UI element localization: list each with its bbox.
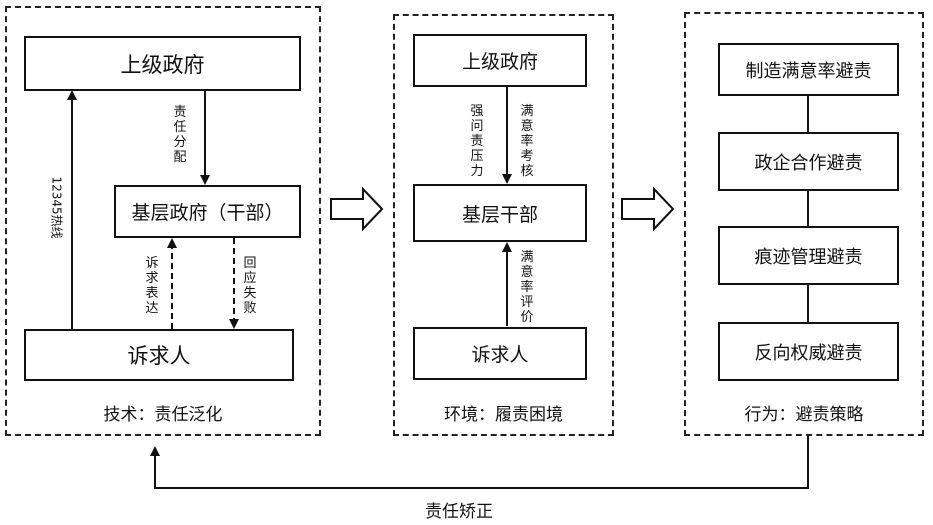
caption-environment: 环境：履责困境 (444, 405, 563, 425)
panel-behavior (684, 12, 924, 436)
grassroots-cadre-box: 基层干部 (413, 184, 587, 242)
grassroots-government-box: 基层政府（干部） (114, 185, 301, 238)
caption-behavior: 行为：避责策略 (744, 405, 864, 425)
caption-technology: 技术：责任泛化 (103, 405, 223, 425)
upper-government-box-middle: 上级政府 (413, 34, 587, 87)
strategy-item: 制造满意率避责 (718, 43, 899, 96)
panel-technology (5, 6, 321, 436)
big-arrow-2 (621, 186, 675, 232)
panel-environment (393, 14, 614, 436)
feedback-arrow (150, 436, 809, 489)
pressure-label: 强问责压力 (470, 104, 484, 179)
upper-government-box: 上级政府 (24, 36, 301, 91)
strategy-item: 痕迹管理避责 (718, 226, 899, 285)
express-label: 诉求表达 (145, 256, 159, 316)
petitioner-box-middle: 诉求人 (413, 327, 587, 380)
assign-label: 责任分配 (173, 105, 187, 165)
assess-label: 满意率考核 (520, 104, 534, 179)
evaluate-label: 满意率评价 (520, 250, 534, 325)
petitioner-box-left: 诉求人 (24, 329, 294, 381)
strategy-item: 政企合作避责 (718, 132, 899, 191)
strategy-item: 反向权威避责 (718, 322, 899, 381)
big-arrow-1 (330, 186, 384, 232)
fail-label: 回应失败 (243, 256, 257, 316)
feedback-label: 责任矫正 (425, 502, 493, 522)
hotline-label: 12345热线 (49, 176, 64, 239)
